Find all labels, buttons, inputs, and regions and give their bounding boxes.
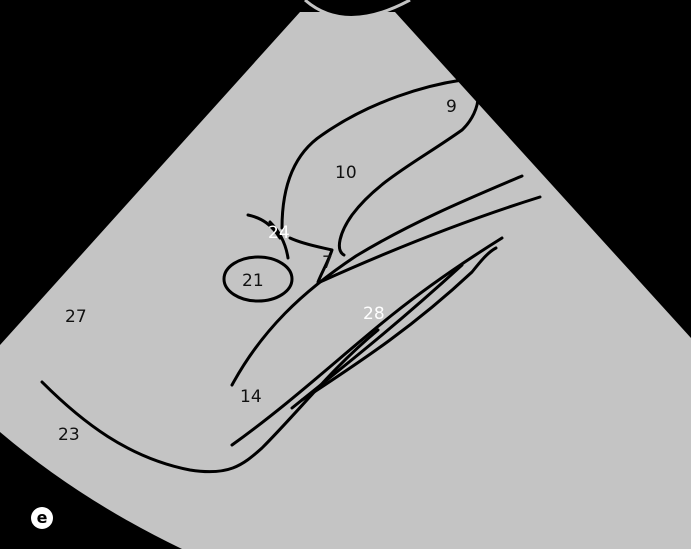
label-14: 14 [240, 387, 262, 407]
label-7: 7 [322, 253, 333, 273]
label-27: 27 [65, 307, 87, 327]
label-23: 23 [58, 425, 80, 445]
label-28: 28 [363, 304, 385, 324]
label-21: 21 [242, 271, 264, 291]
label-10: 10 [335, 163, 357, 183]
label-24: 24 [268, 223, 290, 243]
panel-letter: e [37, 508, 48, 527]
label-9: 9 [446, 97, 457, 117]
